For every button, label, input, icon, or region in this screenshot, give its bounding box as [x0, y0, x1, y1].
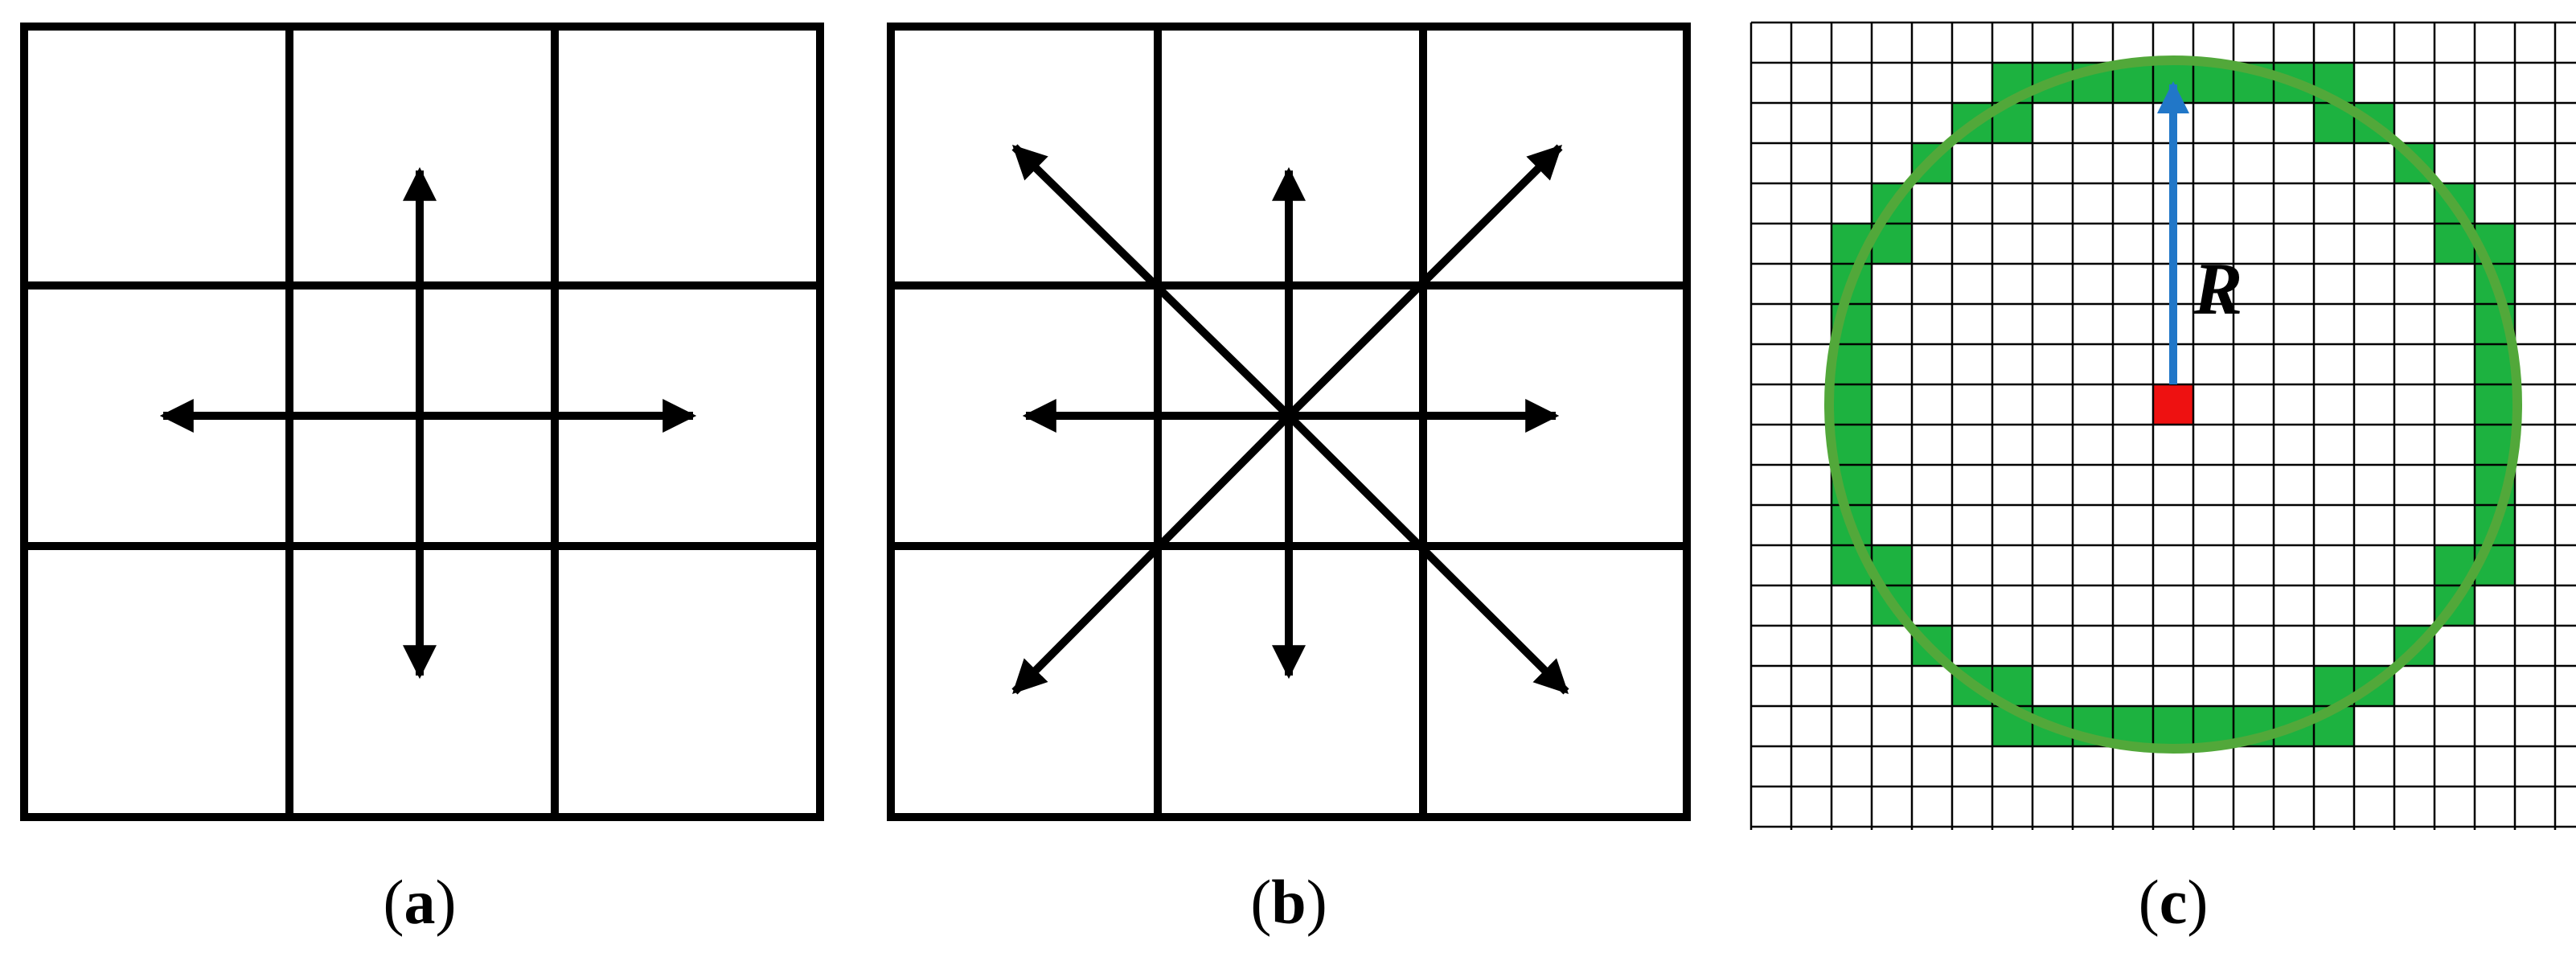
arrow-down-left — [1011, 413, 1292, 695]
ring-cell — [2153, 706, 2193, 746]
radius-label: R — [2192, 248, 2242, 330]
panel-a-caption: (a) — [384, 867, 457, 937]
radius-circle — [1824, 55, 2522, 754]
center-cell — [2153, 384, 2193, 425]
panel-a-border — [20, 23, 824, 821]
ring-cell — [2475, 344, 2515, 384]
arrow-up-left — [1011, 144, 1292, 419]
panel-b-arrows — [1011, 144, 1569, 695]
panel-b: (b) — [887, 23, 1691, 937]
ring-cell — [2475, 384, 2515, 425]
ring-cell — [2475, 425, 2515, 465]
fine-grid — [1749, 21, 2576, 830]
ring-cell — [1832, 344, 1872, 384]
ring-cell — [2193, 706, 2233, 746]
arrow-down-right — [1286, 413, 1569, 695]
panel-a-arrows — [159, 166, 697, 680]
panel-a: (a) — [20, 23, 824, 937]
ring-cell — [1832, 384, 1872, 425]
panel-c-caption: (c) — [2139, 867, 2209, 937]
ring-cell — [2193, 63, 2233, 103]
panel-b-border — [887, 23, 1691, 821]
ring-cell — [2113, 706, 2153, 746]
ring-cell — [2113, 63, 2153, 103]
ring-cell — [1832, 425, 1872, 465]
panel-c: R (c) — [1749, 21, 2576, 937]
arrow-up-right — [1286, 144, 1563, 419]
panel-b-caption: (b) — [1250, 867, 1327, 937]
panel-a-grid — [20, 23, 824, 821]
